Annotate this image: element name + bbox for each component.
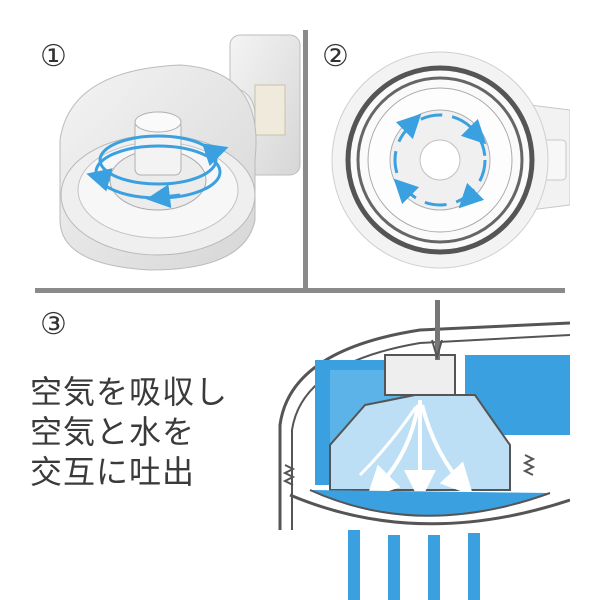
caption-line-1: 空気を吸収し: [30, 373, 229, 411]
step-3-number: ③: [40, 307, 67, 342]
horizontal-divider: [35, 288, 565, 293]
caption-line-2: 空気と水を: [30, 413, 196, 451]
showerhead-cross-section-illustration: [278, 300, 570, 600]
showerhead-front-view-illustration: [331, 51, 570, 269]
step-3-panel: [270, 295, 570, 600]
caption: 空気を吸収し 空気と水を 交互に吐出: [30, 372, 228, 492]
caption-line-3: 交互に吐出: [30, 453, 196, 491]
vertical-divider: [303, 30, 308, 288]
step-2-panel: [310, 30, 570, 286]
step-1-number: ①: [40, 39, 67, 74]
showerhead-top-view-illustration: [59, 34, 301, 271]
step-1-panel: [30, 30, 302, 286]
step-2-number: ②: [322, 39, 349, 74]
